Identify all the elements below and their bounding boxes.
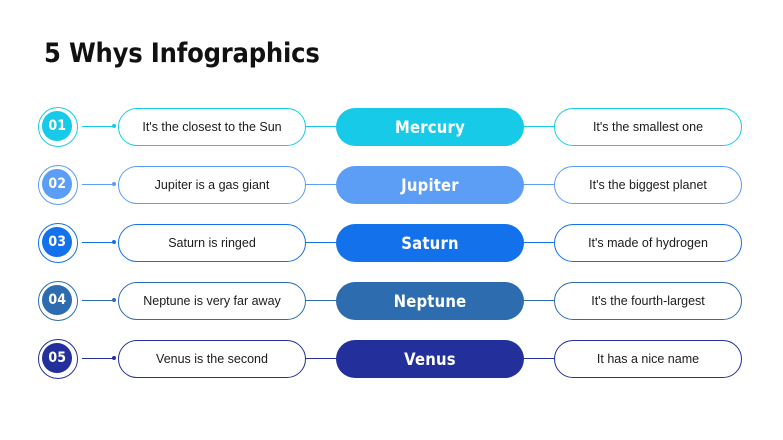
- connector-endpoint-dot: [112, 182, 116, 186]
- subject-text: Venus: [404, 349, 456, 369]
- connector-cause-to-subject: [305, 184, 338, 186]
- why-row: 04 Neptune is very far away Neptune It's th…: [0, 278, 783, 324]
- page-title: 5 Whys Infographics: [44, 38, 320, 69]
- step-number-circle: 03: [42, 227, 73, 258]
- why-row: 01 It's the closest to the Sun Mercury It's…: [0, 104, 783, 150]
- subject-text: Jupiter: [401, 175, 459, 195]
- step-number-circle: 05: [42, 343, 73, 374]
- connector-subject-to-detail: [522, 358, 555, 360]
- step-number-label: 04: [48, 292, 67, 309]
- cause-pill[interactable]: Saturn is ringed: [118, 224, 306, 262]
- subject-pill[interactable]: Mercury: [336, 108, 524, 146]
- step-number-circle: 02: [42, 169, 73, 200]
- detail-text: It has a nice name: [596, 352, 700, 366]
- step-number-label: 01: [48, 118, 67, 135]
- connector-endpoint-dot: [112, 240, 116, 244]
- cause-text: It's the closest to the Sun: [142, 120, 282, 134]
- connector-badge-to-cause: [82, 300, 115, 302]
- connector-subject-to-detail: [522, 126, 555, 128]
- connector-subject-to-detail: [522, 184, 555, 186]
- detail-text: It's the fourth-largest: [591, 294, 705, 308]
- connector-cause-to-subject: [305, 358, 338, 360]
- subject-pill[interactable]: Neptune: [336, 282, 524, 320]
- subject-text: Neptune: [393, 291, 467, 311]
- step-number-label: 05: [48, 350, 67, 367]
- connector-subject-to-detail: [522, 242, 555, 244]
- cause-text: Saturn is ringed: [168, 236, 256, 250]
- connector-badge-to-cause: [82, 184, 115, 186]
- subject-text: Mercury: [395, 117, 465, 137]
- step-number-label: 03: [48, 234, 67, 251]
- detail-pill[interactable]: It's made of hydrogen: [554, 224, 742, 262]
- step-number-badge[interactable]: 02: [38, 165, 78, 205]
- why-row: 05 Venus is the second Venus It has a nice …: [0, 336, 783, 382]
- connector-subject-to-detail: [522, 300, 555, 302]
- subject-text: Saturn: [401, 233, 459, 253]
- subject-pill[interactable]: Saturn: [336, 224, 524, 262]
- connector-cause-to-subject: [305, 126, 338, 128]
- connector-cause-to-subject: [305, 300, 338, 302]
- cause-pill[interactable]: Jupiter is a gas giant: [118, 166, 306, 204]
- subject-pill[interactable]: Jupiter: [336, 166, 524, 204]
- detail-pill[interactable]: It's the fourth-largest: [554, 282, 742, 320]
- cause-pill[interactable]: Neptune is very far away: [118, 282, 306, 320]
- connector-endpoint-dot: [112, 356, 116, 360]
- step-number-label: 02: [48, 176, 67, 193]
- why-row: 02 Jupiter is a gas giant Jupiter It's the …: [0, 162, 783, 208]
- connector-cause-to-subject: [305, 242, 338, 244]
- step-number-badge[interactable]: 03: [38, 223, 78, 263]
- cause-pill[interactable]: Venus is the second: [118, 340, 306, 378]
- why-row: 03 Saturn is ringed Saturn It's made of hyd…: [0, 220, 783, 266]
- connector-badge-to-cause: [82, 242, 115, 244]
- cause-text: Neptune is very far away: [143, 294, 281, 308]
- connector-endpoint-dot: [112, 298, 116, 302]
- connector-badge-to-cause: [82, 126, 115, 128]
- detail-pill[interactable]: It's the smallest one: [554, 108, 742, 146]
- subject-pill[interactable]: Venus: [336, 340, 524, 378]
- step-number-circle: 04: [42, 285, 73, 316]
- detail-text: It's the biggest planet: [589, 178, 707, 192]
- cause-pill[interactable]: It's the closest to the Sun: [118, 108, 306, 146]
- step-number-badge[interactable]: 01: [38, 107, 78, 147]
- detail-text: It's the smallest one: [592, 120, 704, 134]
- connector-endpoint-dot: [112, 124, 116, 128]
- connector-badge-to-cause: [82, 358, 115, 360]
- step-number-badge[interactable]: 04: [38, 281, 78, 321]
- cause-text: Venus is the second: [156, 352, 268, 366]
- step-number-circle: 01: [42, 111, 73, 142]
- step-number-badge[interactable]: 05: [38, 339, 78, 379]
- cause-text: Jupiter is a gas giant: [154, 178, 270, 192]
- detail-text: It's made of hydrogen: [588, 236, 708, 250]
- detail-pill[interactable]: It has a nice name: [554, 340, 742, 378]
- detail-pill[interactable]: It's the biggest planet: [554, 166, 742, 204]
